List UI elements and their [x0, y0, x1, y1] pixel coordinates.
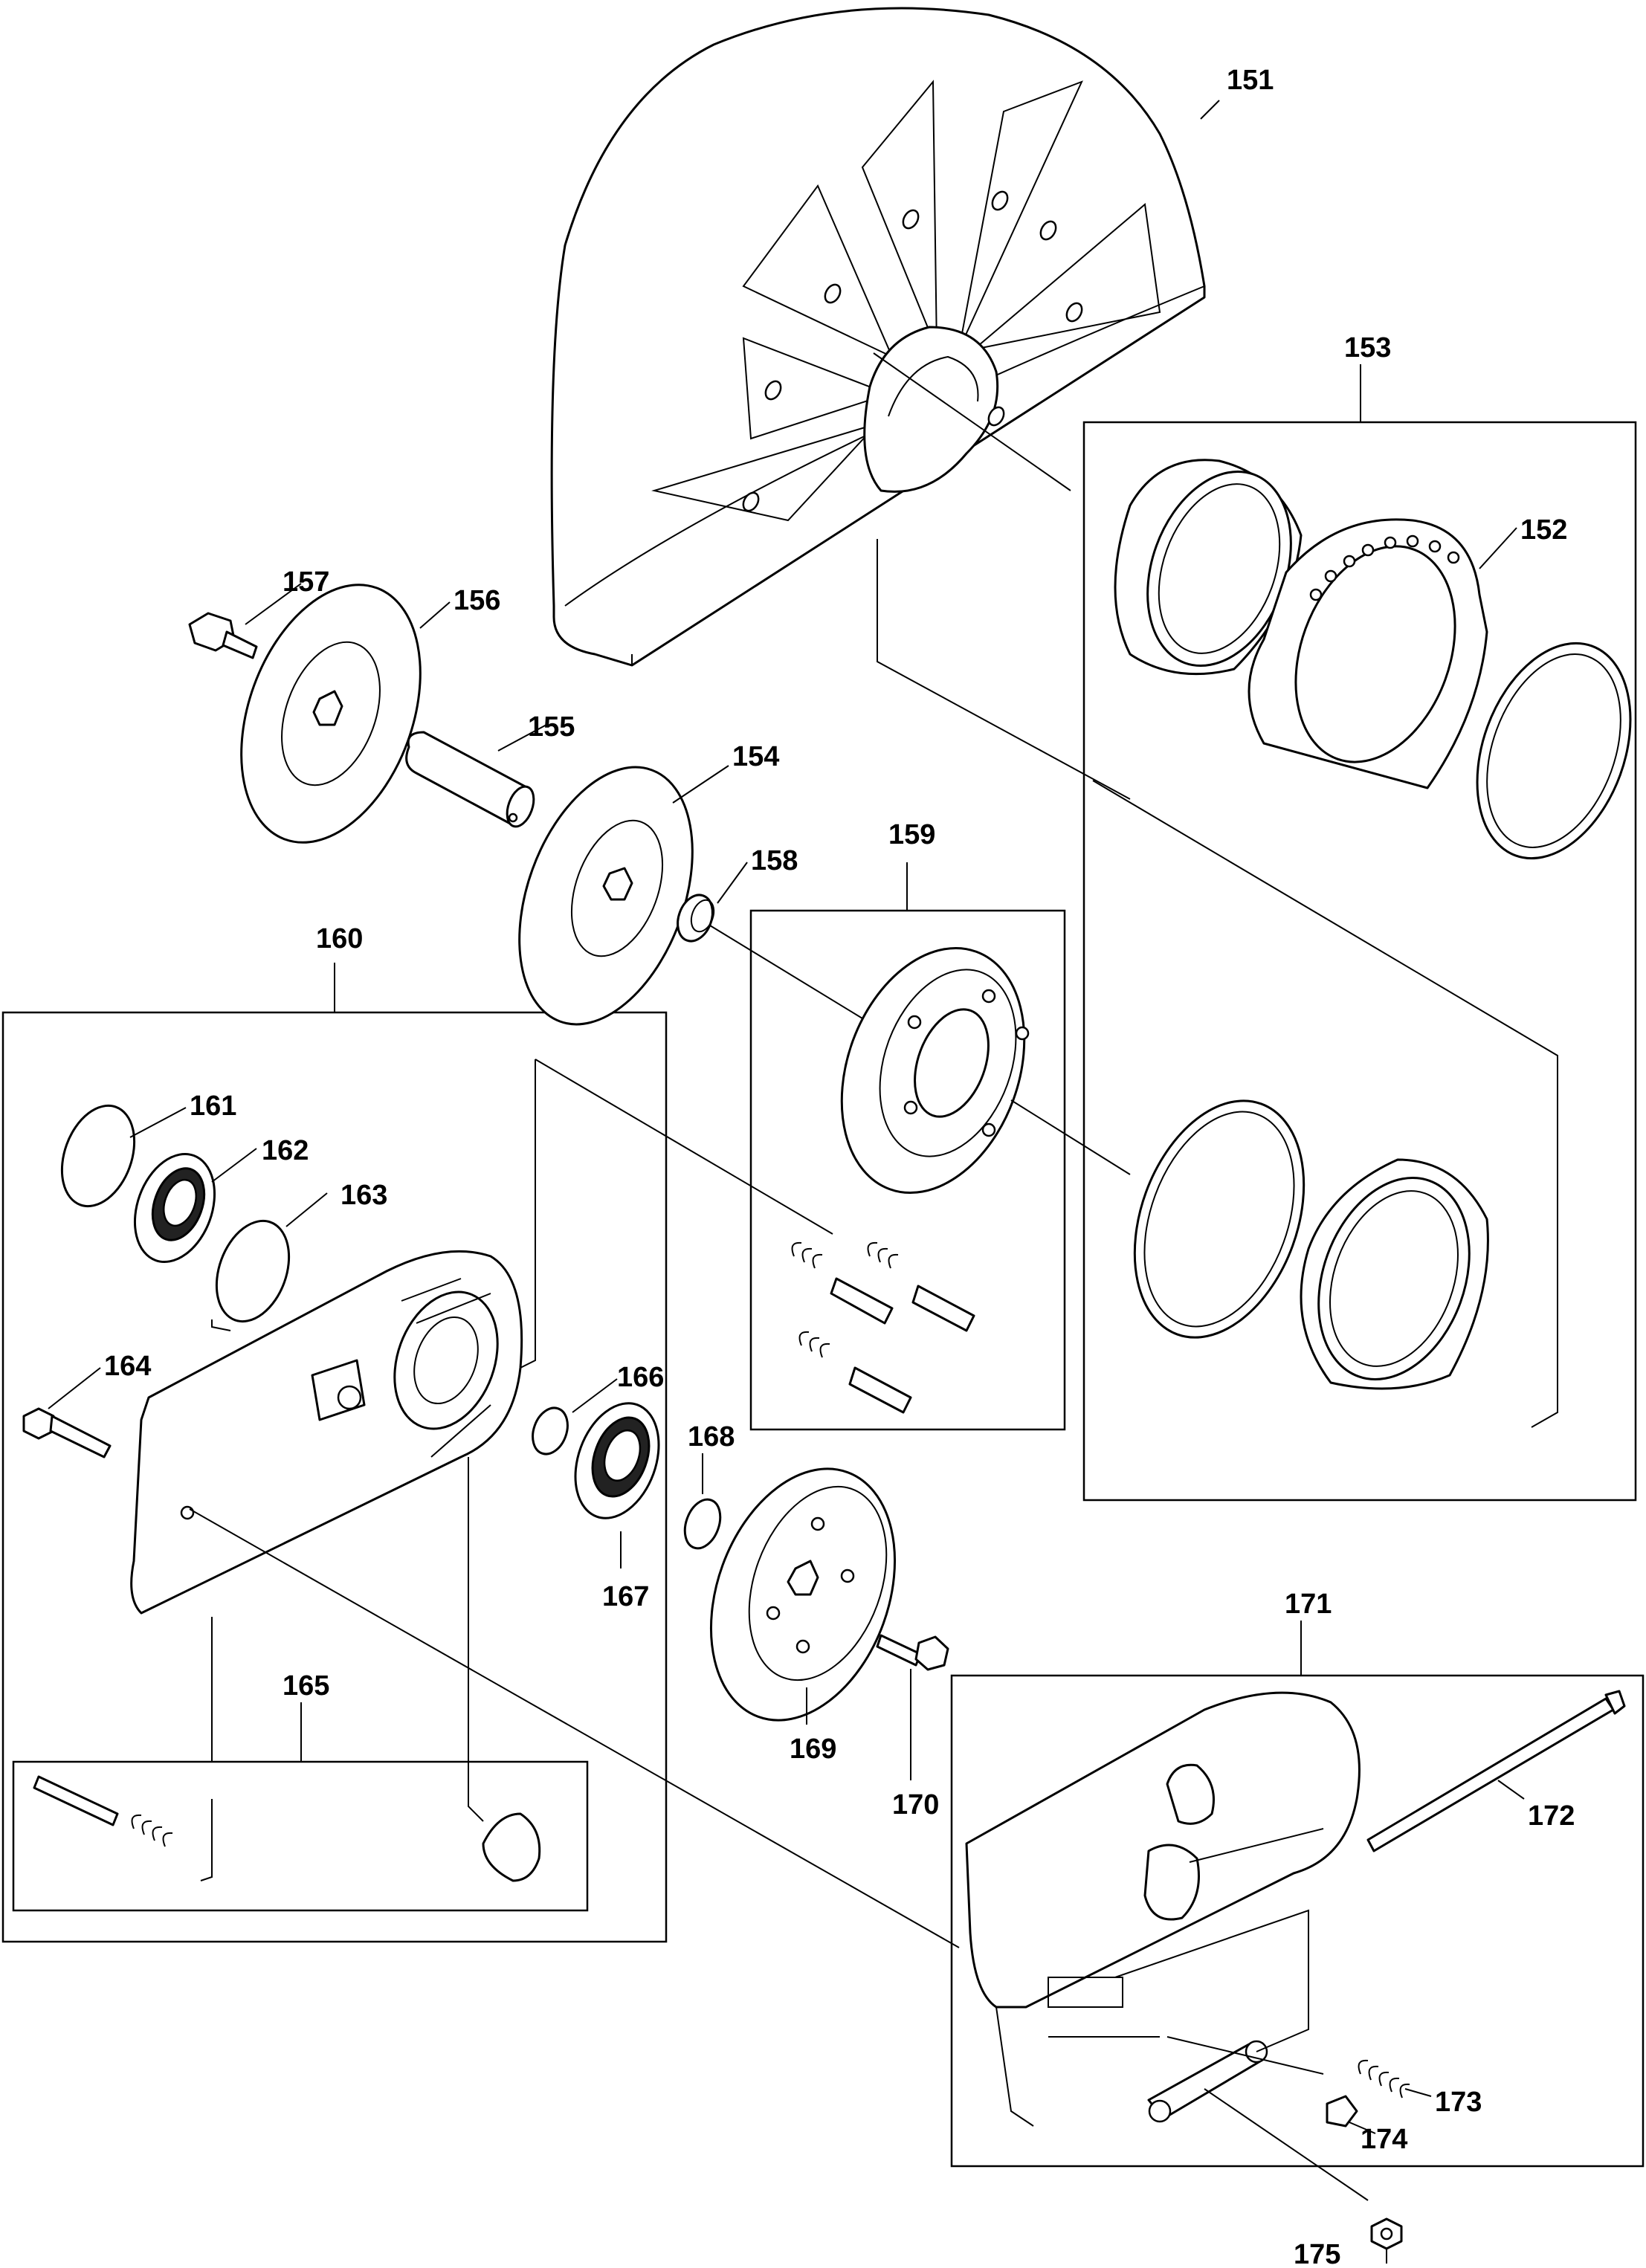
snap-ring-part-161 — [60, 1104, 136, 1208]
bearing-part-167 — [574, 1402, 660, 1519]
pin-spring-part-165 — [33, 1775, 541, 1882]
callout-174: 174 — [1361, 2124, 1407, 2155]
bearing-part-162 — [133, 1152, 216, 1264]
callout-154: 154 — [732, 741, 779, 772]
callout-156: 156 — [454, 585, 500, 616]
adjuster-plate-part-171 — [1147, 2040, 1268, 2123]
callout-169: 169 — [790, 1734, 836, 1765]
collar-part-158 — [677, 894, 715, 943]
callout-166: 166 — [617, 1362, 664, 1393]
flange-part-159 — [840, 946, 1030, 1195]
callout-151: 151 — [1227, 65, 1274, 96]
gear-case-part-160 — [130, 1250, 523, 1615]
spring-part-173 — [1358, 2059, 1410, 2099]
retaining-ring-part-153-upper — [1476, 642, 1632, 860]
callout-155: 155 — [528, 711, 575, 743]
flange-ring-part-153-upper — [1114, 459, 1303, 676]
callout-170: 170 — [892, 1789, 939, 1820]
callout-164: 164 — [104, 1351, 151, 1382]
callout-175: 175 — [1294, 2239, 1340, 2268]
flange-ring-part-153-lower — [1300, 1158, 1489, 1390]
callout-159: 159 — [888, 819, 935, 850]
callout-172: 172 — [1528, 1800, 1575, 1832]
shaft-part-155 — [405, 731, 535, 828]
snap-ring-part-163 — [215, 1219, 291, 1323]
toothed-plate-part-152 — [1248, 518, 1488, 789]
callout-152: 152 — [1520, 514, 1567, 546]
callout-163: 163 — [341, 1180, 387, 1211]
spring-pin-set-part-159 — [791, 1241, 975, 1414]
callout-171: 171 — [1285, 1589, 1332, 1620]
pulley-part-169 — [709, 1467, 897, 1722]
bolt-part-164 — [22, 1407, 112, 1458]
belt-cover-part-171 — [965, 1691, 1361, 2127]
snap-ring-part-168 — [683, 1498, 722, 1550]
callout-161: 161 — [190, 1091, 236, 1122]
washer-part-156 — [240, 584, 422, 844]
callout-158: 158 — [751, 845, 798, 876]
retaining-ring-part-153-lower — [1133, 1099, 1305, 1339]
callout-153: 153 — [1344, 332, 1391, 364]
callout-167: 167 — [602, 1581, 649, 1612]
callout-173: 173 — [1435, 2087, 1482, 2118]
nut-part-175 — [1370, 2217, 1403, 2250]
callout-162: 162 — [262, 1135, 309, 1166]
assembly-box-171 — [950, 1674, 1645, 2168]
nut-part-174 — [1326, 2095, 1358, 2128]
callout-160: 160 — [316, 923, 363, 954]
callout-168: 168 — [688, 1421, 735, 1453]
blade-guard-part-151 — [550, 7, 1206, 667]
bolt-part-157 — [188, 612, 258, 659]
spacer-part-166 — [532, 1406, 569, 1456]
bolt-part-170 — [876, 1634, 949, 1671]
stud-bolt-part-172 — [1366, 1690, 1626, 1852]
callout-157: 157 — [283, 566, 329, 598]
callout-165: 165 — [283, 1670, 329, 1702]
